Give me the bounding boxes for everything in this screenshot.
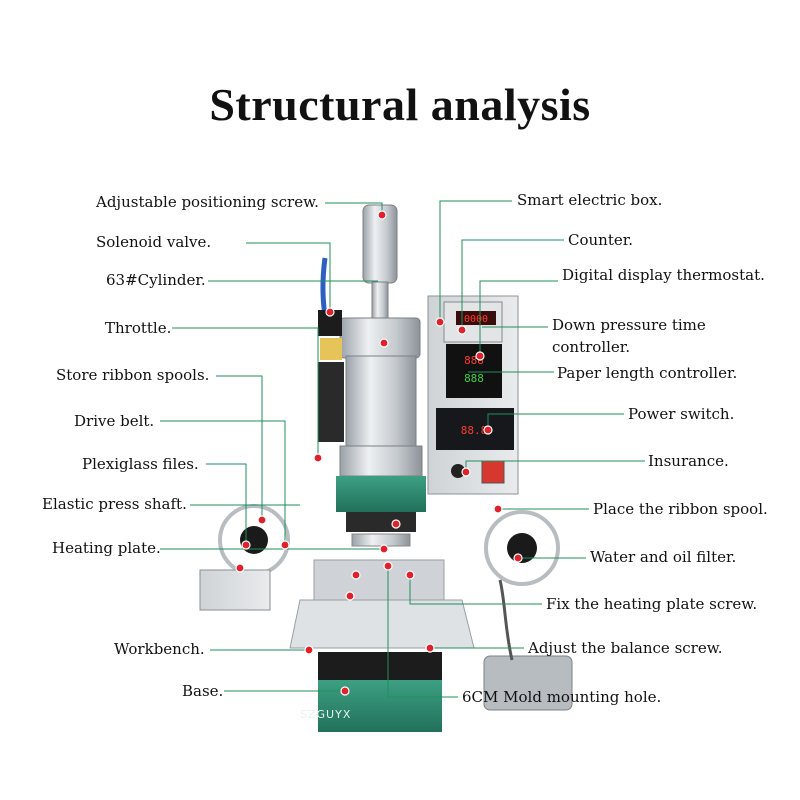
label-fix-heating: Fix the heating plate screw.	[546, 595, 758, 613]
watermark: SZGUYX	[300, 708, 352, 721]
press-head-part	[336, 476, 426, 512]
leader-adjustable-screw	[325, 202, 383, 213]
label-thermostat: Digital display thermostat.	[562, 266, 765, 284]
table-part	[313, 559, 445, 601]
leader-power-switch	[487, 413, 624, 430]
thermostat-panel	[446, 344, 502, 398]
leader-smart-box	[439, 200, 512, 322]
label-throttle: Throttle.	[105, 319, 172, 337]
leader-insurance	[465, 460, 645, 470]
base-part	[318, 680, 442, 732]
leader-plexiglass	[206, 463, 247, 545]
right-spool-disc	[484, 510, 560, 586]
knob-part	[451, 464, 465, 478]
marker-dots	[235, 210, 523, 696]
power-switch-part	[481, 460, 505, 484]
leader-store-ribbon	[216, 375, 263, 520]
base-frame-part	[318, 652, 442, 680]
label-solenoid-valve: Solenoid valve.	[96, 233, 212, 251]
leader-solenoid	[246, 242, 331, 310]
label-counter: Counter.	[568, 231, 634, 249]
cylinder-head-part	[339, 317, 421, 359]
label-water-oil: Water and oil filter.	[590, 548, 737, 566]
label-heating-plate: Heating plate.	[52, 539, 161, 557]
heating-block-part	[346, 512, 416, 532]
page-title: Structural analysis	[209, 79, 591, 130]
cylinder-body-part	[345, 355, 417, 449]
label-controller: controller.	[552, 338, 631, 356]
counter-screen	[456, 311, 496, 325]
throttle-part	[320, 338, 342, 360]
leader-mold-hole	[387, 566, 458, 698]
label-power-switch: Power switch.	[628, 405, 735, 423]
label-mold-hole: 6CM Mold mounting hole.	[462, 688, 662, 706]
workbench-part	[289, 599, 475, 649]
leader-fix-heating	[409, 575, 542, 605]
leader-throttle	[172, 327, 319, 458]
timer-panel	[436, 408, 514, 450]
label-cylinder: 63#Cylinder.	[106, 271, 206, 289]
label-drive-belt: Drive belt.	[74, 412, 155, 430]
piston-rod-part	[371, 281, 389, 323]
pedal-cable	[498, 579, 514, 661]
label-place-ribbon: Place the ribbon spool.	[593, 500, 768, 518]
cylinder-base-part	[339, 445, 423, 477]
label-workbench: Workbench.	[114, 640, 205, 658]
leader-counter	[461, 239, 564, 328]
label-balance-screw: Adjust the balance screw.	[528, 639, 723, 657]
foot-pedal-part	[483, 655, 573, 711]
label-down-pressure: Down pressure time	[552, 316, 706, 334]
label-elastic-shaft: Elastic press shaft.	[42, 495, 187, 513]
valve-stack-part	[318, 362, 344, 442]
thermostat-readout-bottom: 888	[464, 372, 484, 385]
leader-drive-belt	[160, 420, 286, 545]
left-spool-hub	[240, 526, 268, 554]
label-paper-length: Paper length controller.	[557, 364, 738, 382]
label-plexiglass: Plexiglass files.	[82, 455, 199, 473]
timer-readout: 88.8	[461, 424, 488, 437]
label-smart-box: Smart electric box.	[517, 191, 663, 209]
label-base: Base.	[182, 682, 224, 700]
label-adjustable-screw: Adjustable positioning screw.	[96, 193, 319, 211]
leader-thermostat	[479, 280, 558, 356]
counter-readout: 0000	[464, 314, 488, 325]
heating-plate-part	[351, 533, 411, 547]
label-store-ribbon: Store ribbon spools.	[56, 366, 210, 384]
label-insurance: Insurance.	[648, 452, 729, 470]
left-bracket-part	[199, 569, 271, 611]
